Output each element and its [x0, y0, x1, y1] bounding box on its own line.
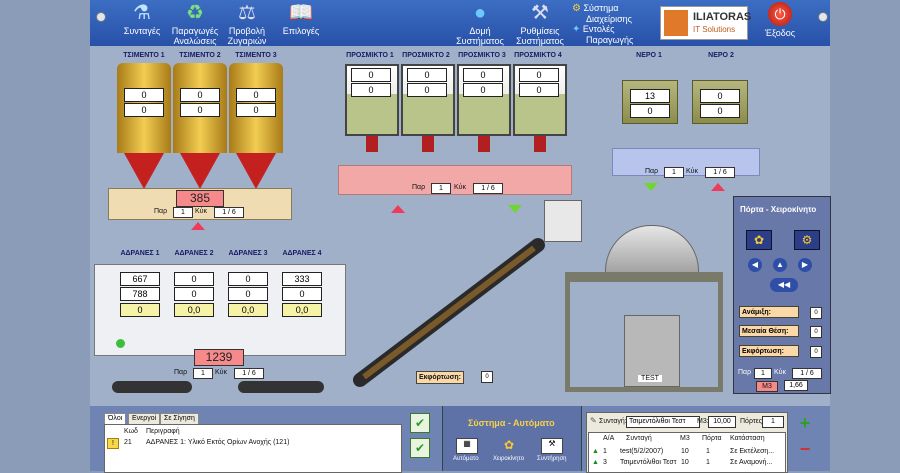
- fast-rewind-icon[interactable]: ◀◀: [770, 278, 798, 292]
- alarms-grid: [104, 424, 402, 473]
- cement-1-value-1: 0: [124, 88, 164, 102]
- book-icon: 📖: [288, 2, 314, 24]
- auto-mode-icon[interactable]: ▦: [456, 438, 478, 454]
- cement-1-label: ΤΣΙΜΕΝΤΟ 1: [123, 52, 165, 59]
- mixer-hopper: [544, 200, 582, 242]
- admixture-scale: [338, 165, 572, 195]
- system-structure-button[interactable]: ● Δομή Συστήματος: [452, 2, 508, 46]
- m3-input[interactable]: 10,00: [708, 416, 736, 428]
- molecule-icon: ●: [473, 2, 487, 24]
- system-settings-button[interactable]: ⚒ Ρυθμίσεις Συστήματος: [512, 2, 568, 46]
- logo-mark: [664, 10, 688, 36]
- cement-total-display: 385: [176, 190, 224, 207]
- cement-1-value-2: 0: [124, 103, 164, 117]
- management-system-button[interactable]: ⚙ Σύστημα Διαχείρισης: [572, 3, 632, 24]
- alarm-code: 21: [124, 439, 132, 446]
- cement-3-label: ΤΣΙΜΕΝΤΟ 3: [235, 52, 277, 59]
- cement-2-label: ΤΣΙΜΕΝΤΟ 2: [179, 52, 221, 59]
- commands-icon: ✦: [572, 24, 581, 35]
- left-arrow-icon[interactable]: ◀: [748, 258, 762, 272]
- recipes-button[interactable]: ⚗ Συνταγές: [117, 2, 167, 36]
- cement-2-value-2: 0: [180, 103, 220, 117]
- running-order-icon: ▲: [592, 448, 599, 455]
- water-up-arrow-icon[interactable]: [711, 183, 725, 191]
- recycle-icon: ♻: [186, 2, 204, 24]
- inclined-conveyor: [353, 238, 545, 387]
- productions-button[interactable]: ♻ Παραγωγές Αναλώσεις: [171, 2, 219, 46]
- aggregates-conveyor-left: [112, 381, 192, 393]
- warning-icon: !: [107, 438, 119, 449]
- door-manual-panel: [733, 196, 831, 394]
- manual-mode-icon[interactable]: ✿: [503, 438, 515, 452]
- aggregates-conveyor-right: [238, 381, 324, 393]
- right-arrow-icon[interactable]: ▶: [798, 258, 812, 272]
- status-ok-icon: [116, 339, 125, 348]
- orders-grid: [588, 432, 786, 473]
- company-logo: ILIATORAS IT Solutions: [660, 6, 751, 40]
- scales-view-button[interactable]: ⚖ Προβολή Ζυγαριών: [222, 2, 272, 46]
- cement-2-value-1: 0: [180, 88, 220, 102]
- admixture-up-arrow-icon[interactable]: [391, 205, 405, 213]
- doors-select[interactable]: 1: [762, 416, 784, 428]
- gears-icon: ⚙: [572, 3, 581, 14]
- alarm-description: ΑΔΡΑΝΕΣ 1: Υλικό Εκτός Ορίων Ανοχής (121…: [146, 439, 290, 446]
- admixture-down-arrow-icon[interactable]: [508, 205, 522, 213]
- up-arrow-icon[interactable]: ▲: [773, 258, 787, 272]
- water-scale: [612, 148, 760, 176]
- settings-tool-icon[interactable]: ⚙: [794, 230, 820, 250]
- aggregates-total-display: 1239: [194, 349, 244, 366]
- tools-icon: ⚒: [531, 2, 549, 24]
- discharge-label: Εκφόρτωση:: [416, 371, 464, 384]
- screw-icon: [818, 12, 828, 22]
- screw-icon: [96, 12, 106, 22]
- remove-order-icon[interactable]: −: [799, 439, 811, 459]
- maintenance-icon[interactable]: ⚒: [541, 438, 563, 454]
- discharge-value[interactable]: 0: [481, 371, 493, 383]
- cement-3-value-1: 0: [236, 88, 276, 102]
- cement-up-arrow-icon[interactable]: [191, 222, 205, 230]
- production-commands-button[interactable]: ✦ Εντολές Παραγωγής: [572, 24, 634, 45]
- flower-icon[interactable]: ✿: [746, 230, 772, 250]
- cement-3-value-2: 0: [236, 103, 276, 117]
- exit-button[interactable]: ⏻ Έξοδος: [762, 2, 798, 38]
- add-order-icon[interactable]: +: [799, 413, 811, 433]
- power-icon: ⏻: [768, 2, 792, 26]
- mixer-frame: [565, 272, 723, 392]
- acknowledge-all-icon[interactable]: ✔: [410, 438, 430, 458]
- acknowledge-icon[interactable]: ✔: [410, 413, 430, 433]
- queued-order-icon: ▲: [592, 459, 599, 466]
- recipe-select[interactable]: Τσιμεντόλιθοι Τεστ: [626, 416, 700, 428]
- flask-icon: ⚗: [133, 2, 151, 24]
- options-button[interactable]: 📖 Επιλογές: [276, 2, 326, 36]
- pencil-icon: ✎: [590, 416, 597, 425]
- water-down-arrow-icon[interactable]: [644, 183, 658, 191]
- scale-icon: ⚖: [238, 2, 256, 24]
